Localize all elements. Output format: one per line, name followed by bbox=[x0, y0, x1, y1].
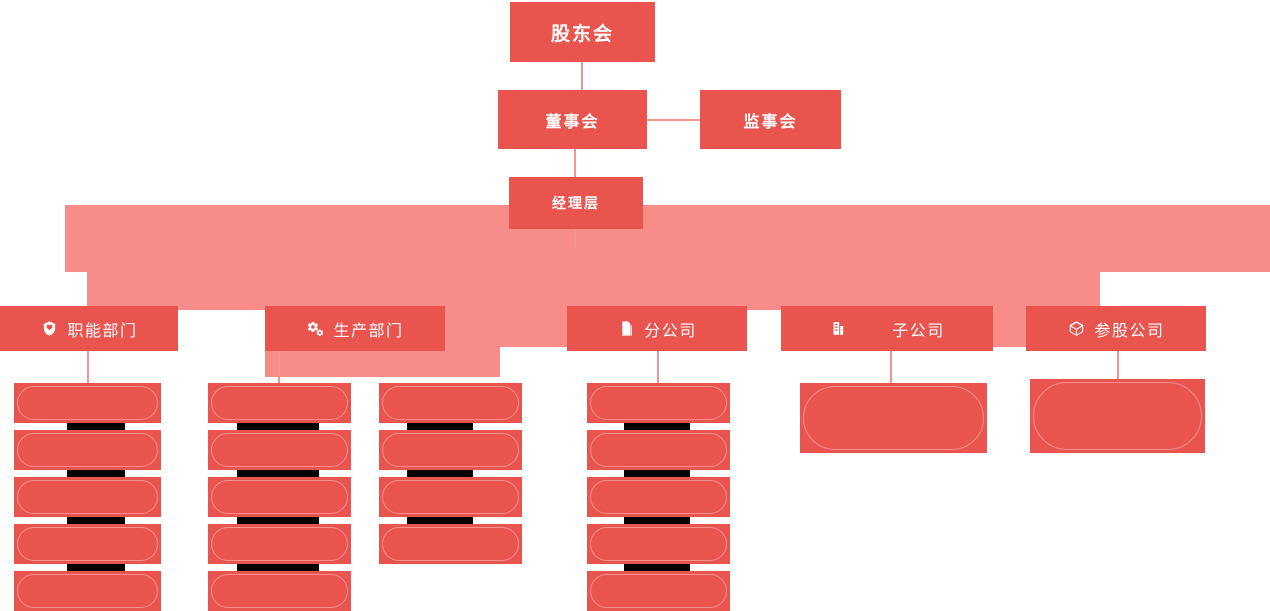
leaf-item[interactable] bbox=[1030, 379, 1205, 453]
leaf-outline bbox=[211, 527, 348, 561]
leaf-item[interactable] bbox=[208, 383, 351, 423]
leaf-item[interactable] bbox=[379, 430, 522, 470]
leaf-outline bbox=[17, 574, 158, 608]
node-board-label: 董事会 bbox=[545, 113, 600, 131]
leaf-outline bbox=[590, 574, 727, 608]
leaf-item[interactable] bbox=[14, 383, 161, 423]
leaf-outline bbox=[382, 386, 519, 420]
dept-header-production[interactable]: 生产部门 bbox=[265, 306, 445, 351]
node-board[interactable]: 董事会 bbox=[498, 90, 647, 149]
redacted-label bbox=[67, 564, 125, 574]
leaf-outline bbox=[17, 480, 158, 514]
leaf-item[interactable] bbox=[208, 571, 351, 611]
connector-stem-production bbox=[278, 351, 280, 383]
leaf-item[interactable] bbox=[587, 571, 730, 611]
leaf-outline bbox=[382, 433, 519, 467]
redacted-label bbox=[237, 423, 319, 433]
leaf-outline bbox=[17, 433, 158, 467]
redacted-label bbox=[237, 517, 319, 527]
node-supervisors-label: 监事会 bbox=[743, 113, 798, 131]
connector-shareholders-board bbox=[581, 62, 583, 90]
dept-header-subsidiary-label: 子公司 bbox=[892, 322, 945, 340]
dept-header-subsidiary[interactable]: 子公司 bbox=[781, 306, 993, 351]
leaf-outline bbox=[590, 386, 727, 420]
leaf-item[interactable] bbox=[587, 430, 730, 470]
redacted-label bbox=[67, 423, 125, 433]
leaf-outline bbox=[211, 480, 348, 514]
leaf-item[interactable] bbox=[14, 524, 161, 564]
redacted-label bbox=[624, 423, 690, 433]
redacted-label bbox=[624, 564, 690, 574]
node-shareholders-label: 股东会 bbox=[550, 23, 614, 45]
leaf-item[interactable] bbox=[587, 524, 730, 564]
connector-board-supervisors bbox=[645, 119, 701, 121]
leaf-item[interactable] bbox=[14, 430, 161, 470]
shield-heart-icon bbox=[40, 320, 58, 338]
redacted-label bbox=[624, 470, 690, 480]
leaf-item[interactable] bbox=[800, 383, 987, 453]
leaf-item[interactable] bbox=[379, 524, 522, 564]
cube-icon bbox=[1067, 320, 1085, 338]
leaf-item[interactable] bbox=[587, 477, 730, 517]
dept-header-branch[interactable]: 分公司 bbox=[567, 306, 747, 351]
connector-stem-functional bbox=[87, 351, 89, 383]
redacted-label bbox=[67, 470, 125, 480]
gears-icon bbox=[306, 320, 324, 338]
connector-board-management bbox=[574, 149, 576, 177]
building-doc-icon bbox=[617, 320, 635, 338]
redacted-label bbox=[67, 517, 125, 527]
leaf-item[interactable] bbox=[14, 571, 161, 611]
highlight-overlay-left-step bbox=[87, 272, 1100, 310]
dept-header-branch-label: 分公司 bbox=[644, 322, 697, 340]
leaf-outline bbox=[211, 433, 348, 467]
leaf-item[interactable] bbox=[208, 477, 351, 517]
dept-header-functional[interactable]: 职能部门 bbox=[0, 306, 178, 351]
node-shareholders[interactable]: 股东会 bbox=[510, 2, 655, 62]
connector-stem-affiliate bbox=[1117, 351, 1119, 383]
dept-header-functional-label: 职能部门 bbox=[67, 322, 138, 340]
redacted-label bbox=[407, 423, 473, 433]
redacted-label bbox=[237, 564, 319, 574]
redacted-label bbox=[237, 470, 319, 480]
leaf-outline bbox=[211, 574, 348, 608]
node-supervisors[interactable]: 监事会 bbox=[700, 90, 841, 149]
highlight-overlay-main bbox=[65, 205, 1270, 272]
leaf-item[interactable] bbox=[14, 477, 161, 517]
node-management[interactable]: 经理层 bbox=[509, 177, 643, 229]
leaf-item[interactable] bbox=[379, 383, 522, 423]
redacted-label bbox=[624, 517, 690, 527]
redacted-label bbox=[407, 517, 473, 527]
leaf-item[interactable] bbox=[208, 524, 351, 564]
leaf-item[interactable] bbox=[208, 430, 351, 470]
building-icon bbox=[829, 320, 847, 338]
leaf-item[interactable] bbox=[587, 383, 730, 423]
leaf-outline bbox=[382, 480, 519, 514]
connector-stem-branch bbox=[657, 351, 659, 383]
leaf-outline bbox=[590, 433, 727, 467]
node-management-label: 经理层 bbox=[552, 195, 600, 211]
leaf-outline bbox=[382, 527, 519, 561]
connector-stem-subsidiary bbox=[890, 351, 892, 383]
leaf-outline bbox=[590, 480, 727, 514]
leaf-outline bbox=[17, 527, 158, 561]
dept-header-affiliate-label: 参股公司 bbox=[1094, 322, 1165, 340]
leaf-outline bbox=[211, 386, 348, 420]
connector-management-departments bbox=[574, 229, 576, 249]
leaf-outline bbox=[803, 386, 984, 450]
leaf-outline bbox=[1033, 382, 1202, 450]
dept-header-affiliate[interactable]: 参股公司 bbox=[1026, 306, 1206, 351]
leaf-outline bbox=[17, 386, 158, 420]
leaf-outline bbox=[590, 527, 727, 561]
dept-header-production-label: 生产部门 bbox=[333, 322, 404, 340]
leaf-item[interactable] bbox=[379, 477, 522, 517]
redacted-label bbox=[407, 470, 473, 480]
